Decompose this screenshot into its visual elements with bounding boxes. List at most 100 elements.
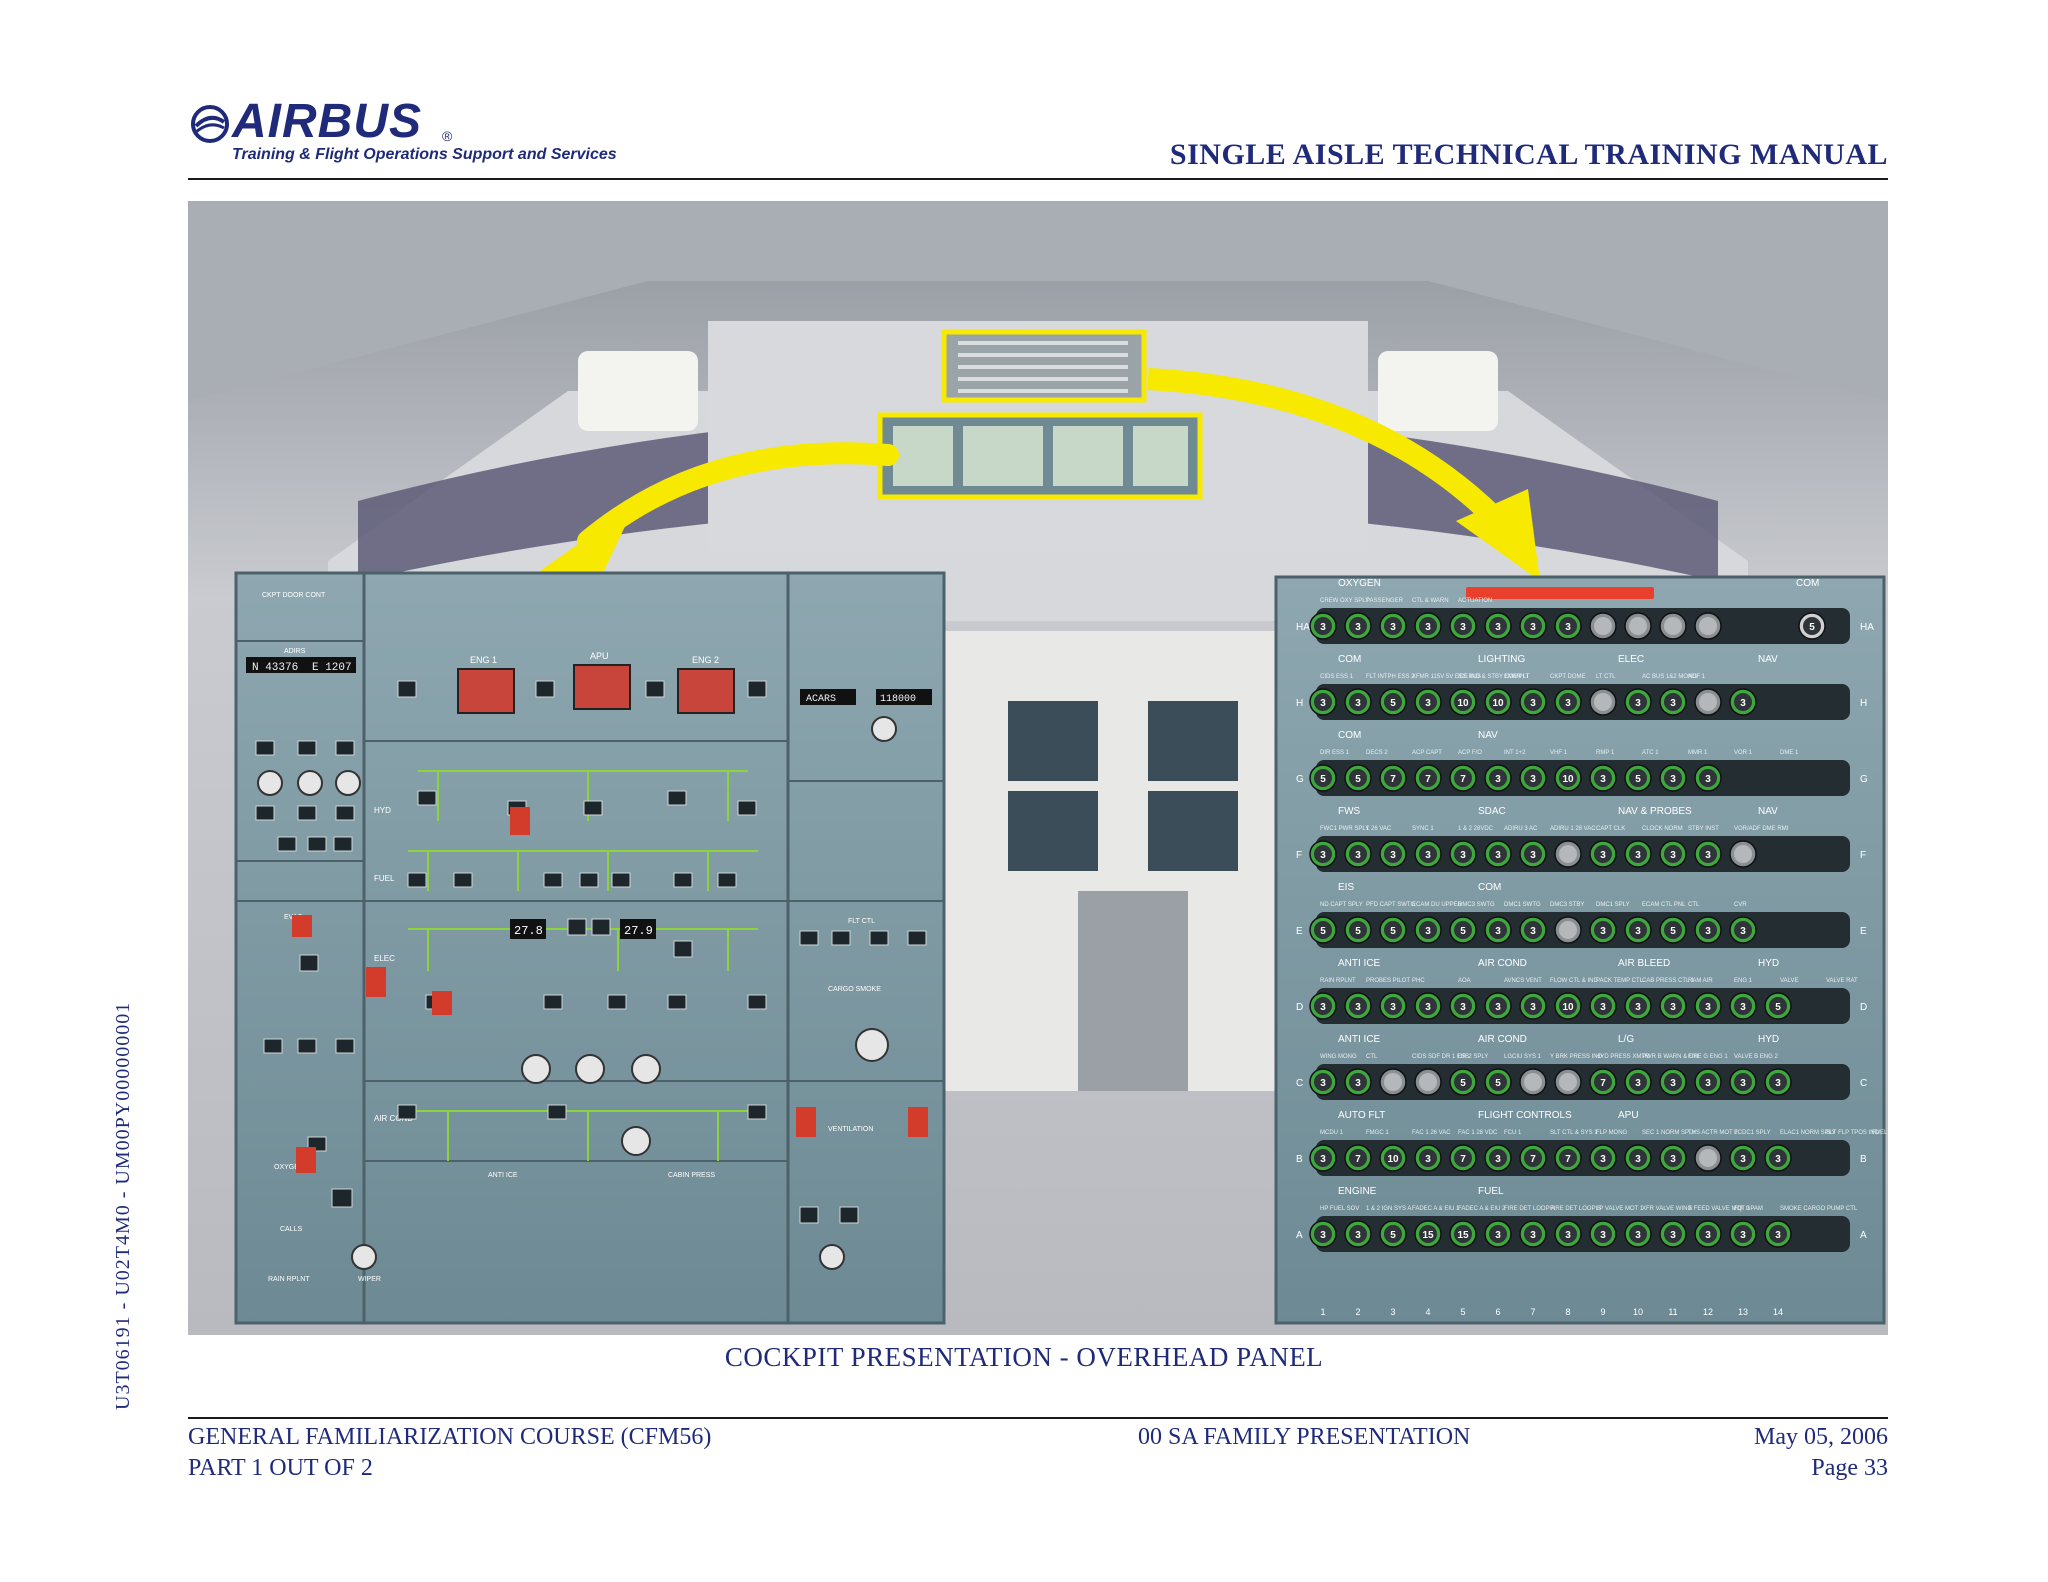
cb-group-label: SDAC: [1478, 806, 1506, 817]
header-divider: [188, 178, 1888, 180]
course-part: PART 1 OUT OF 2: [188, 1455, 373, 1481]
circuit-breaker-cap: [1384, 921, 1402, 939]
circuit-breaker-rating: 3: [1460, 622, 1466, 633]
circuit-breaker-rating: 3: [1320, 622, 1326, 633]
circuit-breaker-cap: [1559, 921, 1577, 939]
circuit-breaker-cap: [1769, 1149, 1787, 1167]
cb-column-number: 7: [1530, 1307, 1535, 1317]
cb-row-label: G: [1860, 774, 1868, 785]
circuit-breaker-rating: 10: [1562, 1002, 1574, 1013]
cb-column-number: 10: [1633, 1307, 1643, 1317]
circuit-breaker-cap: [1559, 997, 1577, 1015]
left-overhead-panel: N 43376 E 1207 CKPT DOOR CONT ENG 1 APU …: [234, 571, 946, 1325]
circuit-breaker-cap: [1314, 769, 1332, 787]
cb-group-label: NAV: [1758, 806, 1778, 817]
circuit-breaker-rating: 3: [1705, 774, 1711, 785]
cb-sub-label: HP FUEL SOV: [1320, 1206, 1359, 1212]
cb-group-label: ANTI ICE: [1338, 958, 1381, 969]
circuit-breaker-cap: [1629, 1073, 1647, 1091]
freq-display: 118000: [880, 694, 916, 705]
circuit-breaker-cap: [1489, 921, 1507, 939]
cb-row-label: C: [1296, 1078, 1303, 1089]
oxygen-label: OXYGEN: [274, 1164, 304, 1171]
circuit-breaker-cap: [1699, 769, 1717, 787]
circuit-breaker-rating: 3: [1600, 1154, 1606, 1165]
cb-sub-label: RMP 1: [1596, 750, 1615, 756]
circuit-breaker-rating: 7: [1460, 774, 1466, 785]
circuit-breaker-cap: [1664, 921, 1682, 939]
cb-group-label: OXYGEN: [1338, 578, 1381, 589]
cb-sub-label: CTL & WARN: [1412, 598, 1449, 604]
cb-group-label: ENGINE: [1338, 1186, 1377, 1197]
cb-sub-label: CKPT DOME: [1550, 674, 1586, 680]
circuit-breaker-rating: 3: [1600, 774, 1606, 785]
cb-sub-label: ADIRU 1 28 VAC: [1550, 826, 1596, 832]
cb-sub-label: FLT INTPH ESS 2: [1366, 674, 1415, 680]
circuit-breaker-rating: 3: [1530, 1230, 1536, 1241]
circuit-breaker-rating: 3: [1460, 850, 1466, 861]
circuit-breaker-cap: [1314, 693, 1332, 711]
circuit-breaker-rating: 10: [1562, 774, 1574, 785]
circuit-breaker-cap: [1454, 693, 1472, 711]
cb-sub-label: VHF 1: [1550, 750, 1568, 756]
circuit-breaker-rating: 5: [1460, 1078, 1466, 1089]
cb-row-label: G: [1296, 774, 1304, 785]
circuit-breaker-rating: 10: [1492, 698, 1504, 709]
eng1-fire-label: ENG 1: [470, 655, 497, 665]
circuit-breaker-cap: [1559, 693, 1577, 711]
calls-label: CALLS: [280, 1226, 303, 1233]
circuit-breaker-cap: [1524, 769, 1542, 787]
circuit-breaker-rating: 3: [1495, 622, 1501, 633]
cb-group-label: APU: [1618, 1110, 1639, 1121]
cb-sub-label: SEC 1 NORM SPLY: [1642, 1130, 1696, 1136]
cb-sub-label: FWC1 PWR SPLY: [1320, 826, 1369, 832]
cb-row-label: HA: [1296, 622, 1310, 633]
cpt-door-label: CKPT DOOR CONT: [262, 592, 326, 599]
eng2-fire-label: ENG 2: [692, 655, 719, 665]
cb-group-label: NAV: [1478, 730, 1498, 741]
circuit-breaker-rating: 3: [1705, 1002, 1711, 1013]
circuit-breaker-cap: [1524, 617, 1542, 635]
cb-column-number: 4: [1425, 1307, 1430, 1317]
circuit-breaker-rating: 3: [1460, 1002, 1466, 1013]
circuit-breaker-cap: [1419, 1073, 1437, 1091]
circuit-breaker-rating: 10: [1387, 1154, 1399, 1165]
circuit-breaker-cap: [1384, 845, 1402, 863]
circuit-breaker-rating: 15: [1457, 1230, 1469, 1241]
cb-column-number: 13: [1738, 1307, 1748, 1317]
cb-sub-label: CTL: [1688, 902, 1700, 908]
adirs-label: ADIRS: [284, 648, 306, 655]
circuit-breaker-rating: 3: [1425, 850, 1431, 861]
footer-center: 00 SA FAMILY PRESENTATION: [1138, 1424, 1471, 1450]
cb-row-label: F: [1296, 850, 1302, 861]
elec-display-2: 27.9: [624, 924, 653, 938]
cb-group-label: NAV: [1758, 654, 1778, 665]
circuit-breaker-cap: [1594, 1149, 1612, 1167]
circuit-breaker-rating: 3: [1530, 698, 1536, 709]
circuit-breaker-rating: 3: [1565, 698, 1571, 709]
course-title: GENERAL FAMILIARIZATION COURSE (CFM56): [188, 1424, 712, 1450]
circuit-breaker-cap: [1384, 1149, 1402, 1167]
cb-sub-label: CAPT CLK: [1596, 826, 1625, 832]
cb-column-number: 3: [1390, 1307, 1395, 1317]
circuit-breaker-cap: [1629, 1225, 1647, 1243]
cb-sub-label: 1 & 2 IGN SYS A: [1366, 1206, 1411, 1212]
circuit-breaker-cap: [1559, 1073, 1577, 1091]
circuit-breaker-rating: 7: [1530, 1154, 1536, 1165]
cb-sub-label: ND CAPT SPLY: [1320, 902, 1363, 908]
circuit-breaker-cap: [1629, 617, 1647, 635]
cb-sub-label: ADF 1: [1688, 674, 1706, 680]
acars-display: ACARS: [806, 694, 836, 705]
circuit-breaker-rating: 3: [1670, 850, 1676, 861]
circuit-breaker-rating: 3: [1495, 1154, 1501, 1165]
cb-sub-label: ENG 1: [1734, 978, 1753, 984]
cb-sub-label: SLT FLP TPOS IND: [1826, 1130, 1880, 1136]
circuit-breaker-rating: 3: [1635, 850, 1641, 861]
circuit-breaker-rating: 7: [1390, 774, 1396, 785]
circuit-breaker-rating: 3: [1355, 622, 1361, 633]
circuit-breaker-cap: [1664, 769, 1682, 787]
circuit-breaker-cap: [1629, 1149, 1647, 1167]
elec-display-1: 27.8: [514, 924, 543, 938]
circuit-breaker-cap: [1489, 1225, 1507, 1243]
